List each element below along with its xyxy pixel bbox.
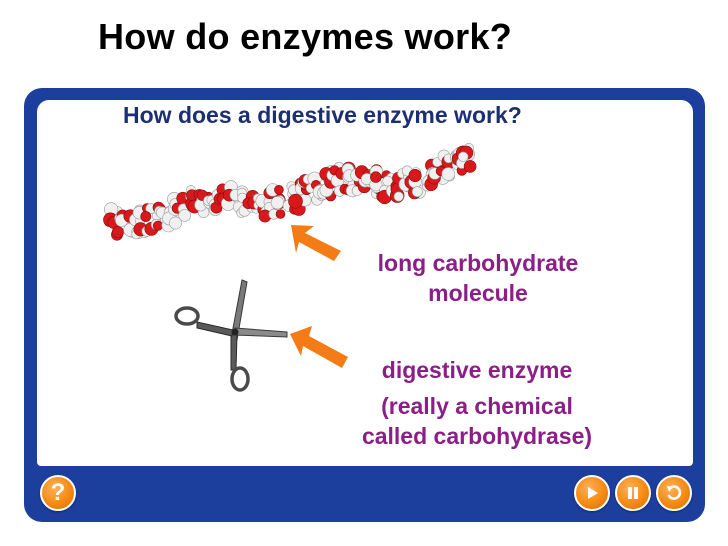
enzyme-label-line-3: called carbohydrase)	[361, 423, 593, 449]
oxygen-atom	[274, 185, 284, 195]
pause-button[interactable]	[615, 475, 651, 511]
enzyme-label-line-2: (really a chemical	[381, 393, 573, 419]
hydrogen-atom	[393, 191, 404, 202]
pause-icon	[628, 487, 638, 499]
molecule-label: long carbohydrate molecule	[347, 248, 609, 308]
hydrogen-atom	[382, 175, 394, 187]
enzyme-label: digestive enzyme (really a chemical call…	[332, 355, 622, 451]
hydrogen-atom	[169, 216, 182, 230]
slide-title: How do enzymes work?	[98, 16, 513, 57]
animation-panel: How does a digestive enzyme work?	[37, 100, 693, 466]
play-icon	[588, 487, 598, 499]
oxygen-atom	[288, 193, 303, 209]
hydrogen-atom	[270, 196, 284, 210]
oxygen-atom	[463, 160, 477, 173]
illustration	[103, 142, 477, 392]
oxygen-atom	[370, 171, 382, 183]
oxygen-atom	[408, 169, 422, 183]
enzyme-arrow-icon	[290, 326, 348, 368]
oxygen-atom	[111, 226, 124, 239]
panel-heading: How does a digestive enzyme work?	[123, 102, 522, 128]
hydrogen-atom	[441, 167, 456, 181]
hydrogen-atom	[411, 186, 423, 198]
hydrogen-atom	[458, 151, 469, 162]
scissors-icon	[174, 279, 288, 392]
help-button[interactable]: ?	[40, 475, 76, 511]
molecule-label-line-1: long carbohydrate	[377, 250, 579, 276]
play-button[interactable]	[574, 475, 610, 511]
oxygen-atom	[140, 211, 152, 222]
oxygen-atom	[152, 220, 163, 231]
enzyme-label-line-1: digestive enzyme	[381, 357, 573, 383]
hydrogen-atom	[178, 209, 191, 222]
oxygen-atom	[275, 209, 286, 219]
replay-button[interactable]	[656, 475, 692, 511]
molecule-arrow-icon	[291, 225, 341, 261]
carbohydrate-molecule	[103, 142, 477, 241]
question-mark-icon: ?	[50, 479, 66, 506]
molecule-label-line-2: molecule	[428, 280, 528, 306]
replay-icon	[667, 485, 682, 500]
